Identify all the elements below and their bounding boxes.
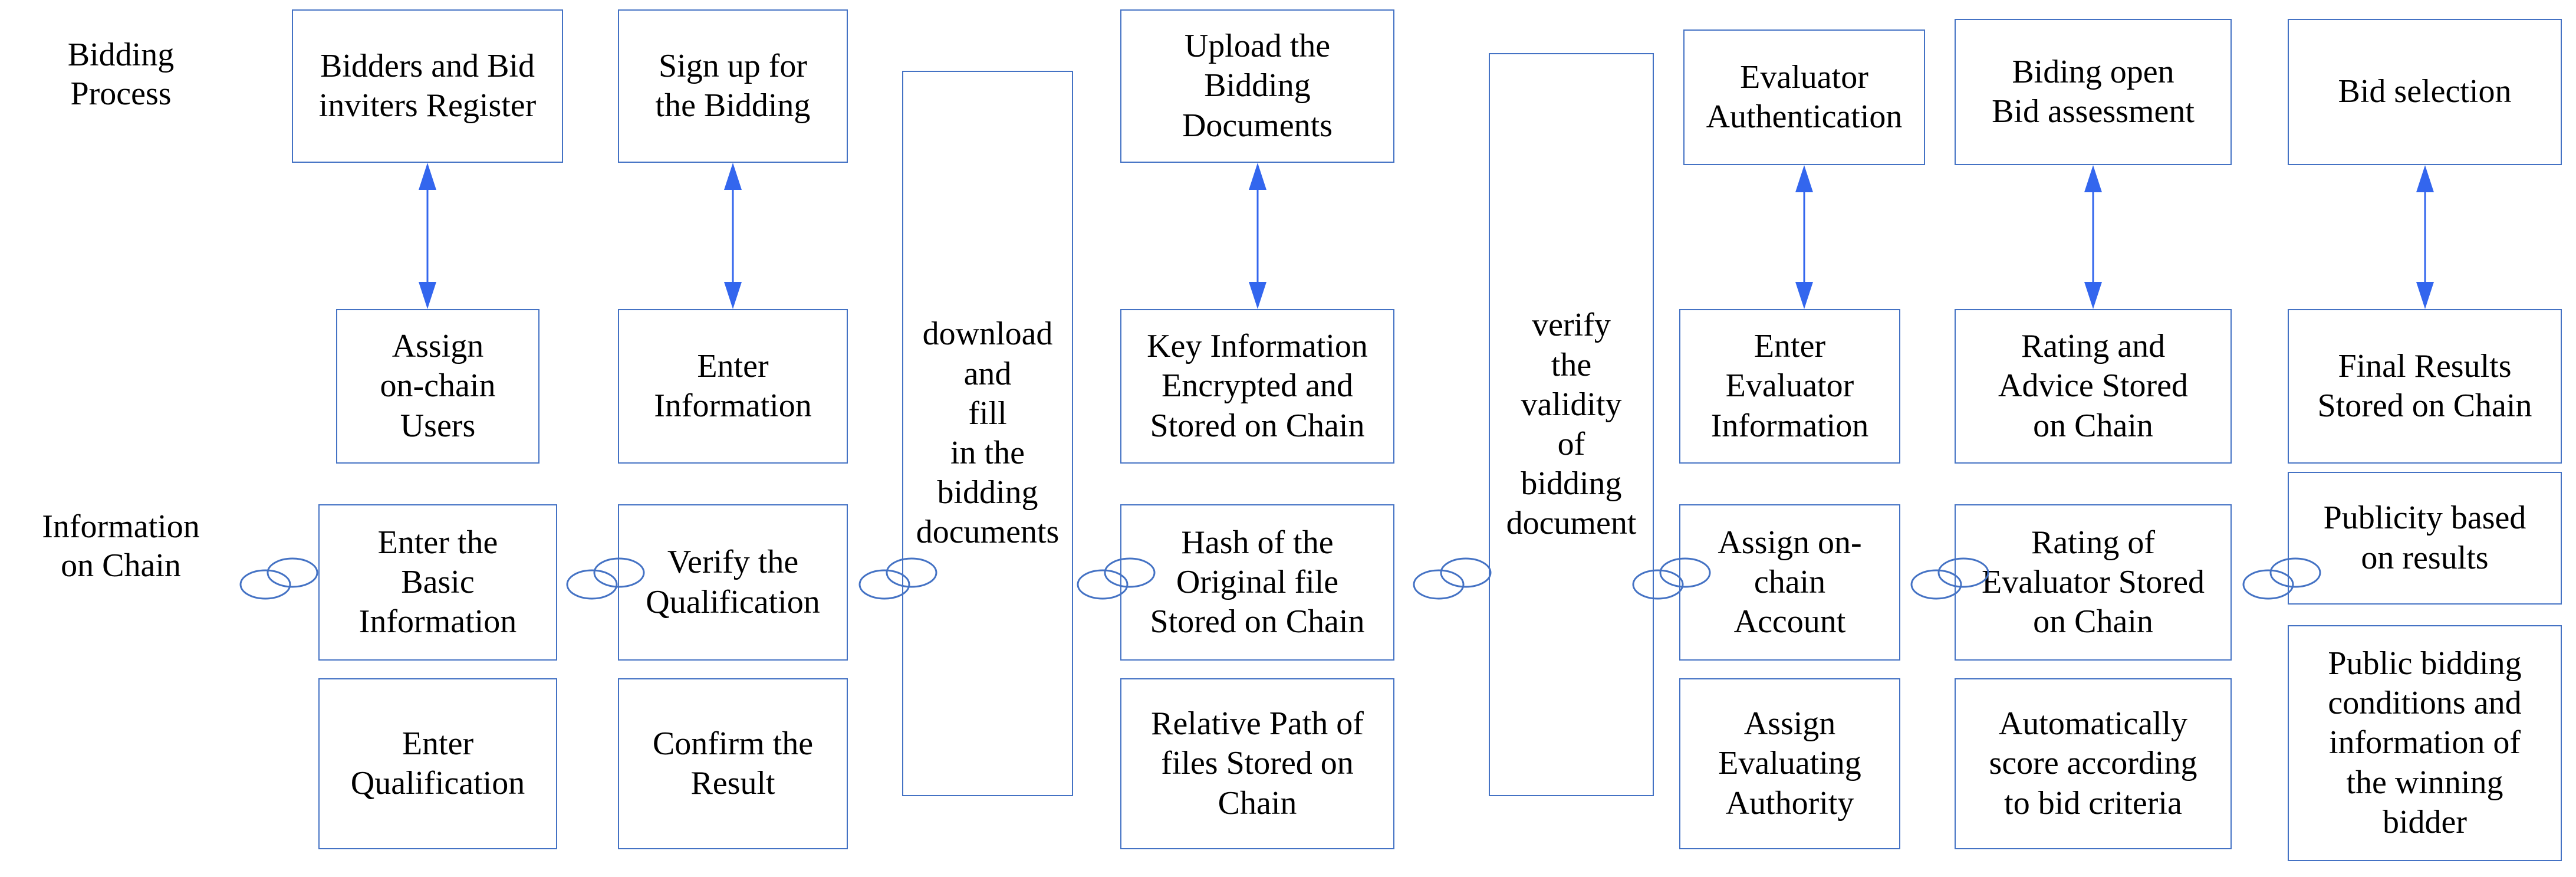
node-enter-information[interactable]: Enter Information	[618, 309, 848, 464]
node-enter-qualification[interactable]: Enter Qualification	[318, 678, 557, 849]
node-public-bidding-conditions-winning-bidder[interactable]: Public bidding conditions and informatio…	[2288, 625, 2562, 861]
node-assign-on-chain-users[interactable]: Assign on-chain Users	[336, 309, 539, 464]
node-hash-of-the-original-file-stored-on-chain[interactable]: Hash of the Original file Stored on Chai…	[1120, 504, 1394, 661]
chain-link-icon-6	[1632, 557, 1711, 600]
chain-link-icon-4	[1077, 557, 1156, 600]
chain-link-icon-7	[1910, 557, 1989, 600]
row-label-information-on-chain: Information on Chain	[42, 508, 200, 584]
node-automatically-score-according-to-bid-criteria[interactable]: Automatically score according to bid cri…	[1955, 678, 2232, 849]
chain-link-icon-8	[2242, 557, 2321, 600]
node-final-results-stored-on-chain[interactable]: Final Results Stored on Chain	[2288, 309, 2562, 464]
node-relative-path-of-files-stored-on-chain[interactable]: Relative Path of files Stored on Chain	[1120, 678, 1394, 849]
node-rating-of-evaluator-stored-on-chain[interactable]: Rating of Evaluator Stored on Chain	[1955, 504, 2232, 661]
double-headed-vertical-arrow-icon-col8	[2416, 165, 2434, 309]
node-key-information-encrypted-and-stored-on-chain[interactable]: Key Information Encrypted and Stored on …	[1120, 309, 1394, 464]
chain-link-icon-3	[858, 557, 937, 600]
node-rating-and-advice-stored-on-chain[interactable]: Rating and Advice Stored on Chain	[1955, 309, 2232, 464]
double-headed-vertical-arrow-icon-col6	[1795, 165, 1813, 309]
double-headed-vertical-arrow-icon-col7	[2084, 165, 2102, 309]
node-enter-evaluator-information[interactable]: Enter Evaluator Information	[1679, 309, 1900, 464]
chain-link-icon-5	[1413, 557, 1492, 600]
node-verify-the-validity-of-bidding-document[interactable]: verify the validity of bidding document	[1489, 53, 1654, 796]
node-download-and-fill-in-the-bidding-documents[interactable]: download and fill in the bidding documen…	[902, 71, 1073, 796]
double-headed-vertical-arrow-icon-col1	[419, 163, 436, 309]
node-verify-the-qualification[interactable]: Verify the Qualification	[618, 504, 848, 661]
chain-link-icon-2	[566, 557, 645, 600]
row-label-bidding-process: Bidding Process	[67, 37, 175, 113]
node-assign-on-chain-account[interactable]: Assign on- chain Account	[1679, 504, 1900, 661]
node-biding-open-bid-assessment[interactable]: Biding open Bid assessment	[1955, 19, 2232, 165]
node-assign-evaluating-authority[interactable]: Assign Evaluating Authority	[1679, 678, 1900, 849]
chain-link-icon-1	[239, 557, 318, 600]
double-headed-vertical-arrow-icon-col4	[1249, 163, 1266, 309]
node-enter-the-basic-information[interactable]: Enter the Basic Information	[318, 504, 557, 661]
double-headed-vertical-arrow-icon-col2	[724, 163, 742, 309]
node-bid-selection[interactable]: Bid selection	[2288, 19, 2562, 165]
node-upload-the-bidding-documents[interactable]: Upload the Bidding Documents	[1120, 9, 1394, 163]
node-sign-up-for-the-bidding[interactable]: Sign up for the Bidding	[618, 9, 848, 163]
node-evaluator-authentication[interactable]: Evaluator Authentication	[1683, 29, 1925, 165]
node-confirm-the-result[interactable]: Confirm the Result	[618, 678, 848, 849]
node-publicity-based-on-results[interactable]: Publicity based on results	[2288, 472, 2562, 605]
node-bidders-and-bid-inviters-register[interactable]: Bidders and Bid inviters Register	[292, 9, 563, 163]
